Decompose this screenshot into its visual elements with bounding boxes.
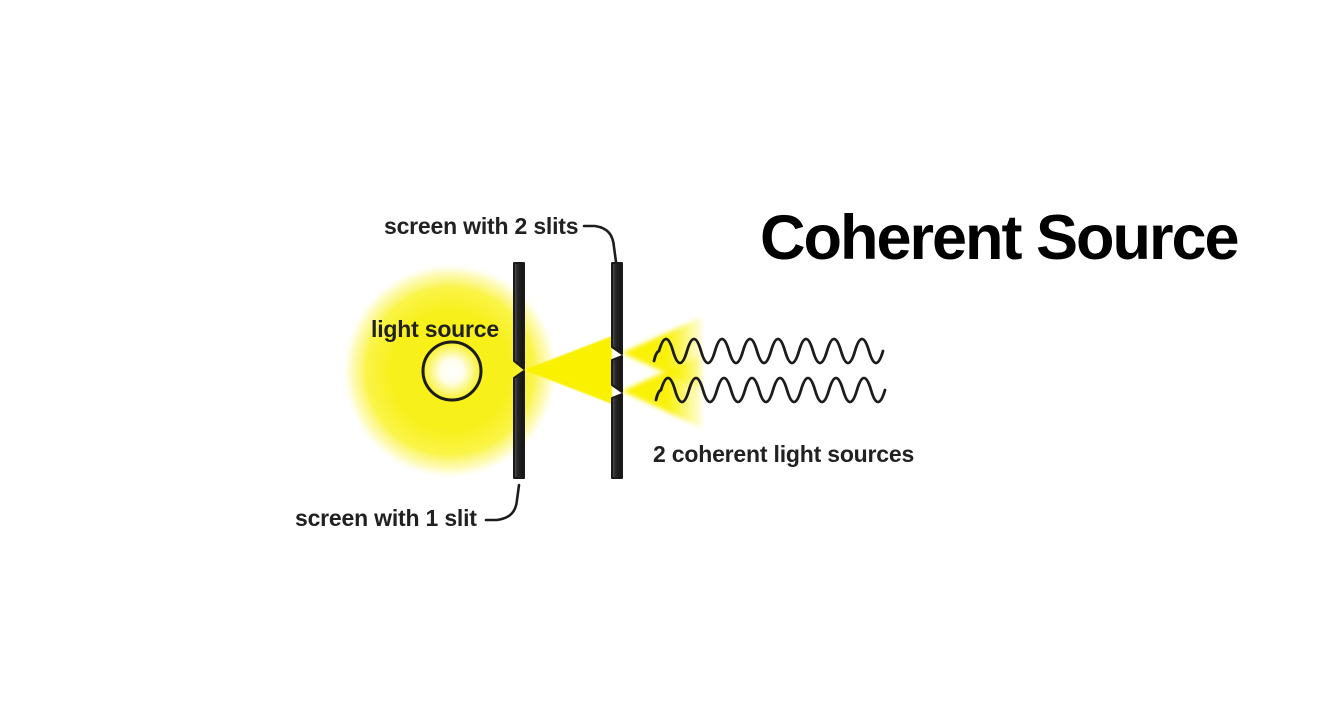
light-source-circle xyxy=(421,340,483,402)
diverging-beam-from-slit-1 xyxy=(524,336,612,404)
screen2-lower-panel xyxy=(611,393,623,479)
screen1-upper-panel xyxy=(513,262,525,370)
cone-from-lower-slit xyxy=(622,355,702,428)
screen-with-2-slits xyxy=(611,262,623,479)
label-light-source: light source xyxy=(371,316,499,342)
label-screen-with-2-slits: screen with 2 slits xyxy=(384,213,579,239)
label-2-coherent-light-sources: 2 coherent light sources xyxy=(653,441,915,467)
screen2-middle-panel xyxy=(611,355,623,393)
connector-1slit-label xyxy=(484,483,521,522)
upper-coherent-wave xyxy=(652,337,885,365)
screen-with-1-slit xyxy=(513,262,525,479)
screen1-lower-panel xyxy=(513,370,525,479)
page-title: Coherent Source xyxy=(760,203,1240,273)
connector-2slits-label xyxy=(582,224,618,264)
label-screen-with-1-slit: screen with 1 slit xyxy=(295,505,477,531)
lower-coherent-wave xyxy=(654,376,887,404)
screen2-upper-panel xyxy=(611,262,623,355)
